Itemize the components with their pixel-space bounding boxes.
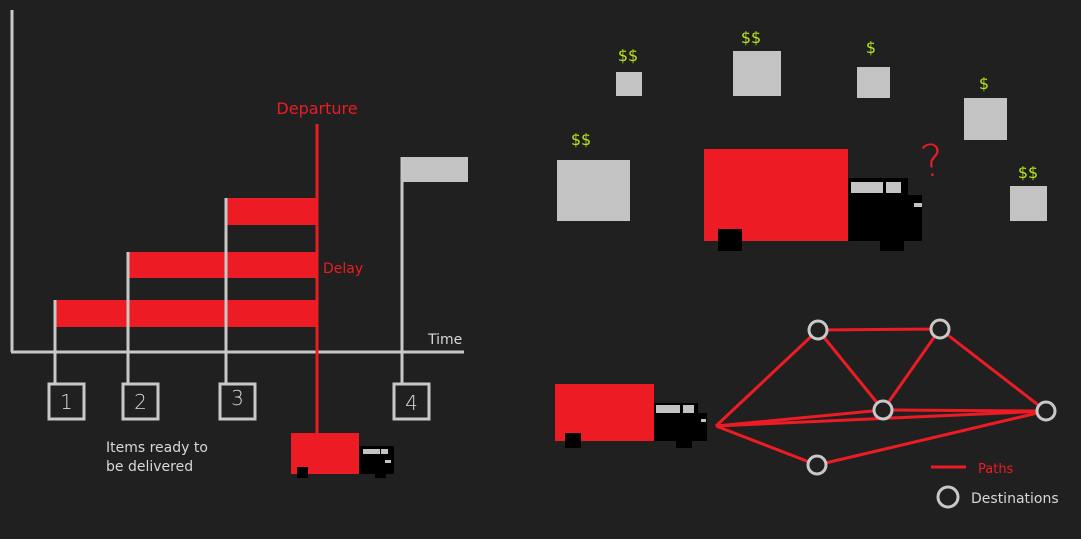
timeline-diagram: Time 1 2 3 4 Departure Delay — [10, 10, 468, 478]
departure-label: Departure — [276, 99, 357, 118]
package-4-box — [964, 98, 1007, 140]
time-axis-label: Time — [427, 332, 462, 348]
package-3: $ — [857, 38, 890, 98]
question-mark: ? — [918, 135, 947, 188]
package-4-price: $ — [979, 74, 989, 93]
package-6: $$ — [1010, 163, 1047, 221]
route-truck-icon — [555, 384, 707, 448]
legend: Paths Destinations — [931, 462, 1059, 509]
destination-node-e — [806, 454, 828, 476]
path-c-d — [882, 408, 1047, 413]
late-bar-item-4 — [402, 157, 468, 182]
package-6-box — [1010, 186, 1047, 221]
package-1: $$ — [616, 46, 642, 96]
package-1-box — [616, 72, 642, 96]
destination-nodes — [806, 318, 1057, 476]
package-4: $ — [964, 74, 1007, 140]
item-box-2-number: 2 — [134, 390, 147, 414]
item-box-1-number: 1 — [60, 390, 73, 414]
destination-node-c — [872, 399, 894, 421]
wait-bar-item-3 — [226, 198, 317, 225]
package-3-price: $ — [866, 38, 876, 57]
destination-node-a — [807, 319, 829, 341]
item-box-1: 1 — [47, 382, 86, 421]
legend-destinations-swatch — [936, 485, 960, 509]
legend-paths-label: Paths — [978, 462, 1014, 477]
network-paths — [714, 327, 1047, 467]
item-box-2: 2 — [121, 382, 160, 421]
item-box-3-number: 3 — [231, 386, 244, 410]
path-depot-e — [715, 424, 818, 467]
path-b-d — [939, 327, 1047, 413]
package-5: $$ — [557, 130, 630, 221]
package-6-price: $$ — [1018, 163, 1038, 182]
delay-label: Delay — [323, 261, 363, 277]
package-2: $$ — [733, 28, 781, 96]
wait-bar-item-2 — [128, 252, 317, 278]
destination-node-b — [929, 318, 951, 340]
package-1-price: $$ — [618, 46, 638, 65]
items-caption-line-2: be delivered — [106, 459, 193, 475]
path-e-d — [816, 409, 1047, 467]
items-caption-line-1: Items ready to — [106, 440, 208, 456]
package-5-price: $$ — [571, 130, 591, 149]
legend-destinations-label: Destinations — [971, 491, 1059, 507]
large-truck-icon — [704, 149, 922, 251]
item-box-3: 3 — [218, 382, 257, 421]
destination-node-d — [1035, 400, 1057, 422]
package-2-price: $$ — [741, 28, 761, 47]
path-a-c — [816, 329, 885, 411]
path-a-b — [817, 327, 941, 332]
package-2-box — [733, 51, 781, 96]
package-3-box — [857, 67, 890, 98]
item-box-4-number: 4 — [405, 391, 418, 415]
route-network-diagram: Paths Destinations — [555, 318, 1059, 509]
path-b-c — [881, 328, 942, 411]
package-5-box — [557, 160, 630, 221]
path-depot-a — [714, 328, 820, 428]
package-value-diagram: $$ $$ $ $ $$ $$ — [557, 28, 1047, 251]
delivery-truck-icon — [291, 433, 394, 478]
wait-bar-item-1 — [55, 300, 317, 327]
item-box-4: 4 — [392, 382, 431, 421]
